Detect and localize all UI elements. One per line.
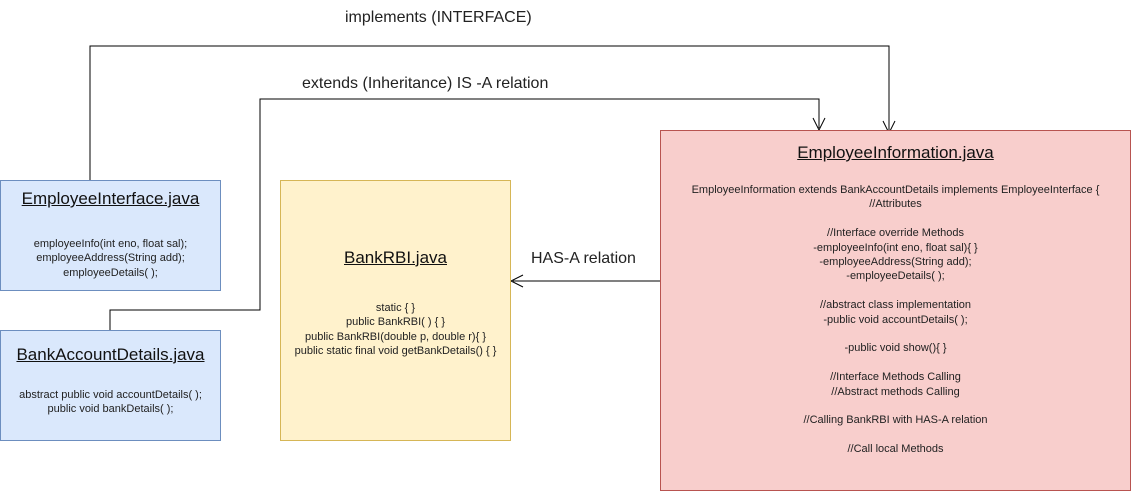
code-line: -employeeInfo(int eno, float sal){ } — [813, 241, 978, 254]
code-line: -employeeAddress(String add); — [819, 256, 972, 269]
method-line: employeeInfo(int eno, float sal); — [33, 238, 188, 250]
code-line: //Attributes — [869, 198, 922, 211]
employee-interface-box[interactable]: EmployeeInterface.java employeeInfo(int … — [0, 180, 221, 291]
bank-rbi-title: BankRBI.java — [344, 248, 447, 267]
blank-line — [661, 284, 1130, 298]
blank-line — [661, 428, 1130, 442]
has-a-arrowhead — [509, 274, 524, 288]
bank-rbi-members: static { } public BankRBI( ) { } public … — [281, 301, 510, 359]
code-line: -public void show(){ } — [844, 342, 947, 355]
employee-interface-methods: employeeInfo(int eno, float sal); employ… — [1, 237, 220, 280]
method-line: public BankRBI( ) { } — [345, 316, 446, 329]
blank-line — [661, 399, 1130, 413]
bank-rbi-box[interactable]: BankRBI.java static { } public BankRBI( … — [280, 180, 511, 441]
has-a-label: HAS-A relation — [531, 250, 636, 267]
extends-label: extends (Inheritance) IS -A relation — [302, 75, 549, 92]
code-line: //Abstract methods Calling — [831, 385, 960, 398]
method-line: public void bankDetails( ); — [47, 403, 174, 416]
employee-interface-title: EmployeeInterface.java — [21, 189, 200, 208]
bank-account-details-methods: abstract public void accountDetails( ); … — [1, 388, 220, 417]
code-line: //abstract class implementation — [819, 299, 971, 312]
bank-account-details-title: BankAccountDetails.java — [16, 345, 205, 364]
method-line: public static final void getBankDetails(… — [294, 345, 497, 358]
code-line: //Call local Methods — [847, 443, 944, 456]
code-line: //Interface Methods Calling — [830, 371, 961, 384]
blank-line — [661, 356, 1130, 370]
extends-connector — [109, 98, 820, 330]
method-line: employeeDetails( ); — [63, 266, 158, 279]
method-line: abstract public void accountDetails( ); — [19, 389, 202, 401]
code-line: //Calling BankRBI with HAS-A relation — [803, 414, 988, 427]
code-line: EmployeeInformation extends BankAccountD… — [691, 184, 1100, 196]
employee-information-box[interactable]: EmployeeInformation.java EmployeeInforma… — [660, 130, 1131, 491]
employee-information-body: EmployeeInformation extends BankAccountD… — [661, 183, 1130, 457]
blank-line — [661, 212, 1130, 226]
bank-account-details-box[interactable]: BankAccountDetails.java abstract public … — [0, 330, 221, 441]
method-line: public BankRBI(double p, double r){ } — [304, 330, 486, 343]
code-line: -employeeDetails( ); — [846, 270, 945, 283]
employee-information-title: EmployeeInformation.java — [797, 143, 994, 162]
code-line: -public void accountDetails( ); — [823, 313, 968, 326]
method-line: employeeAddress(String add); — [36, 252, 185, 265]
blank-line — [661, 327, 1130, 341]
implements-connector — [89, 45, 890, 180]
implements-label: implements (INTERFACE) — [345, 9, 532, 26]
method-line: static { } — [375, 302, 416, 314]
code-line: //Interface override Methods — [827, 227, 964, 240]
